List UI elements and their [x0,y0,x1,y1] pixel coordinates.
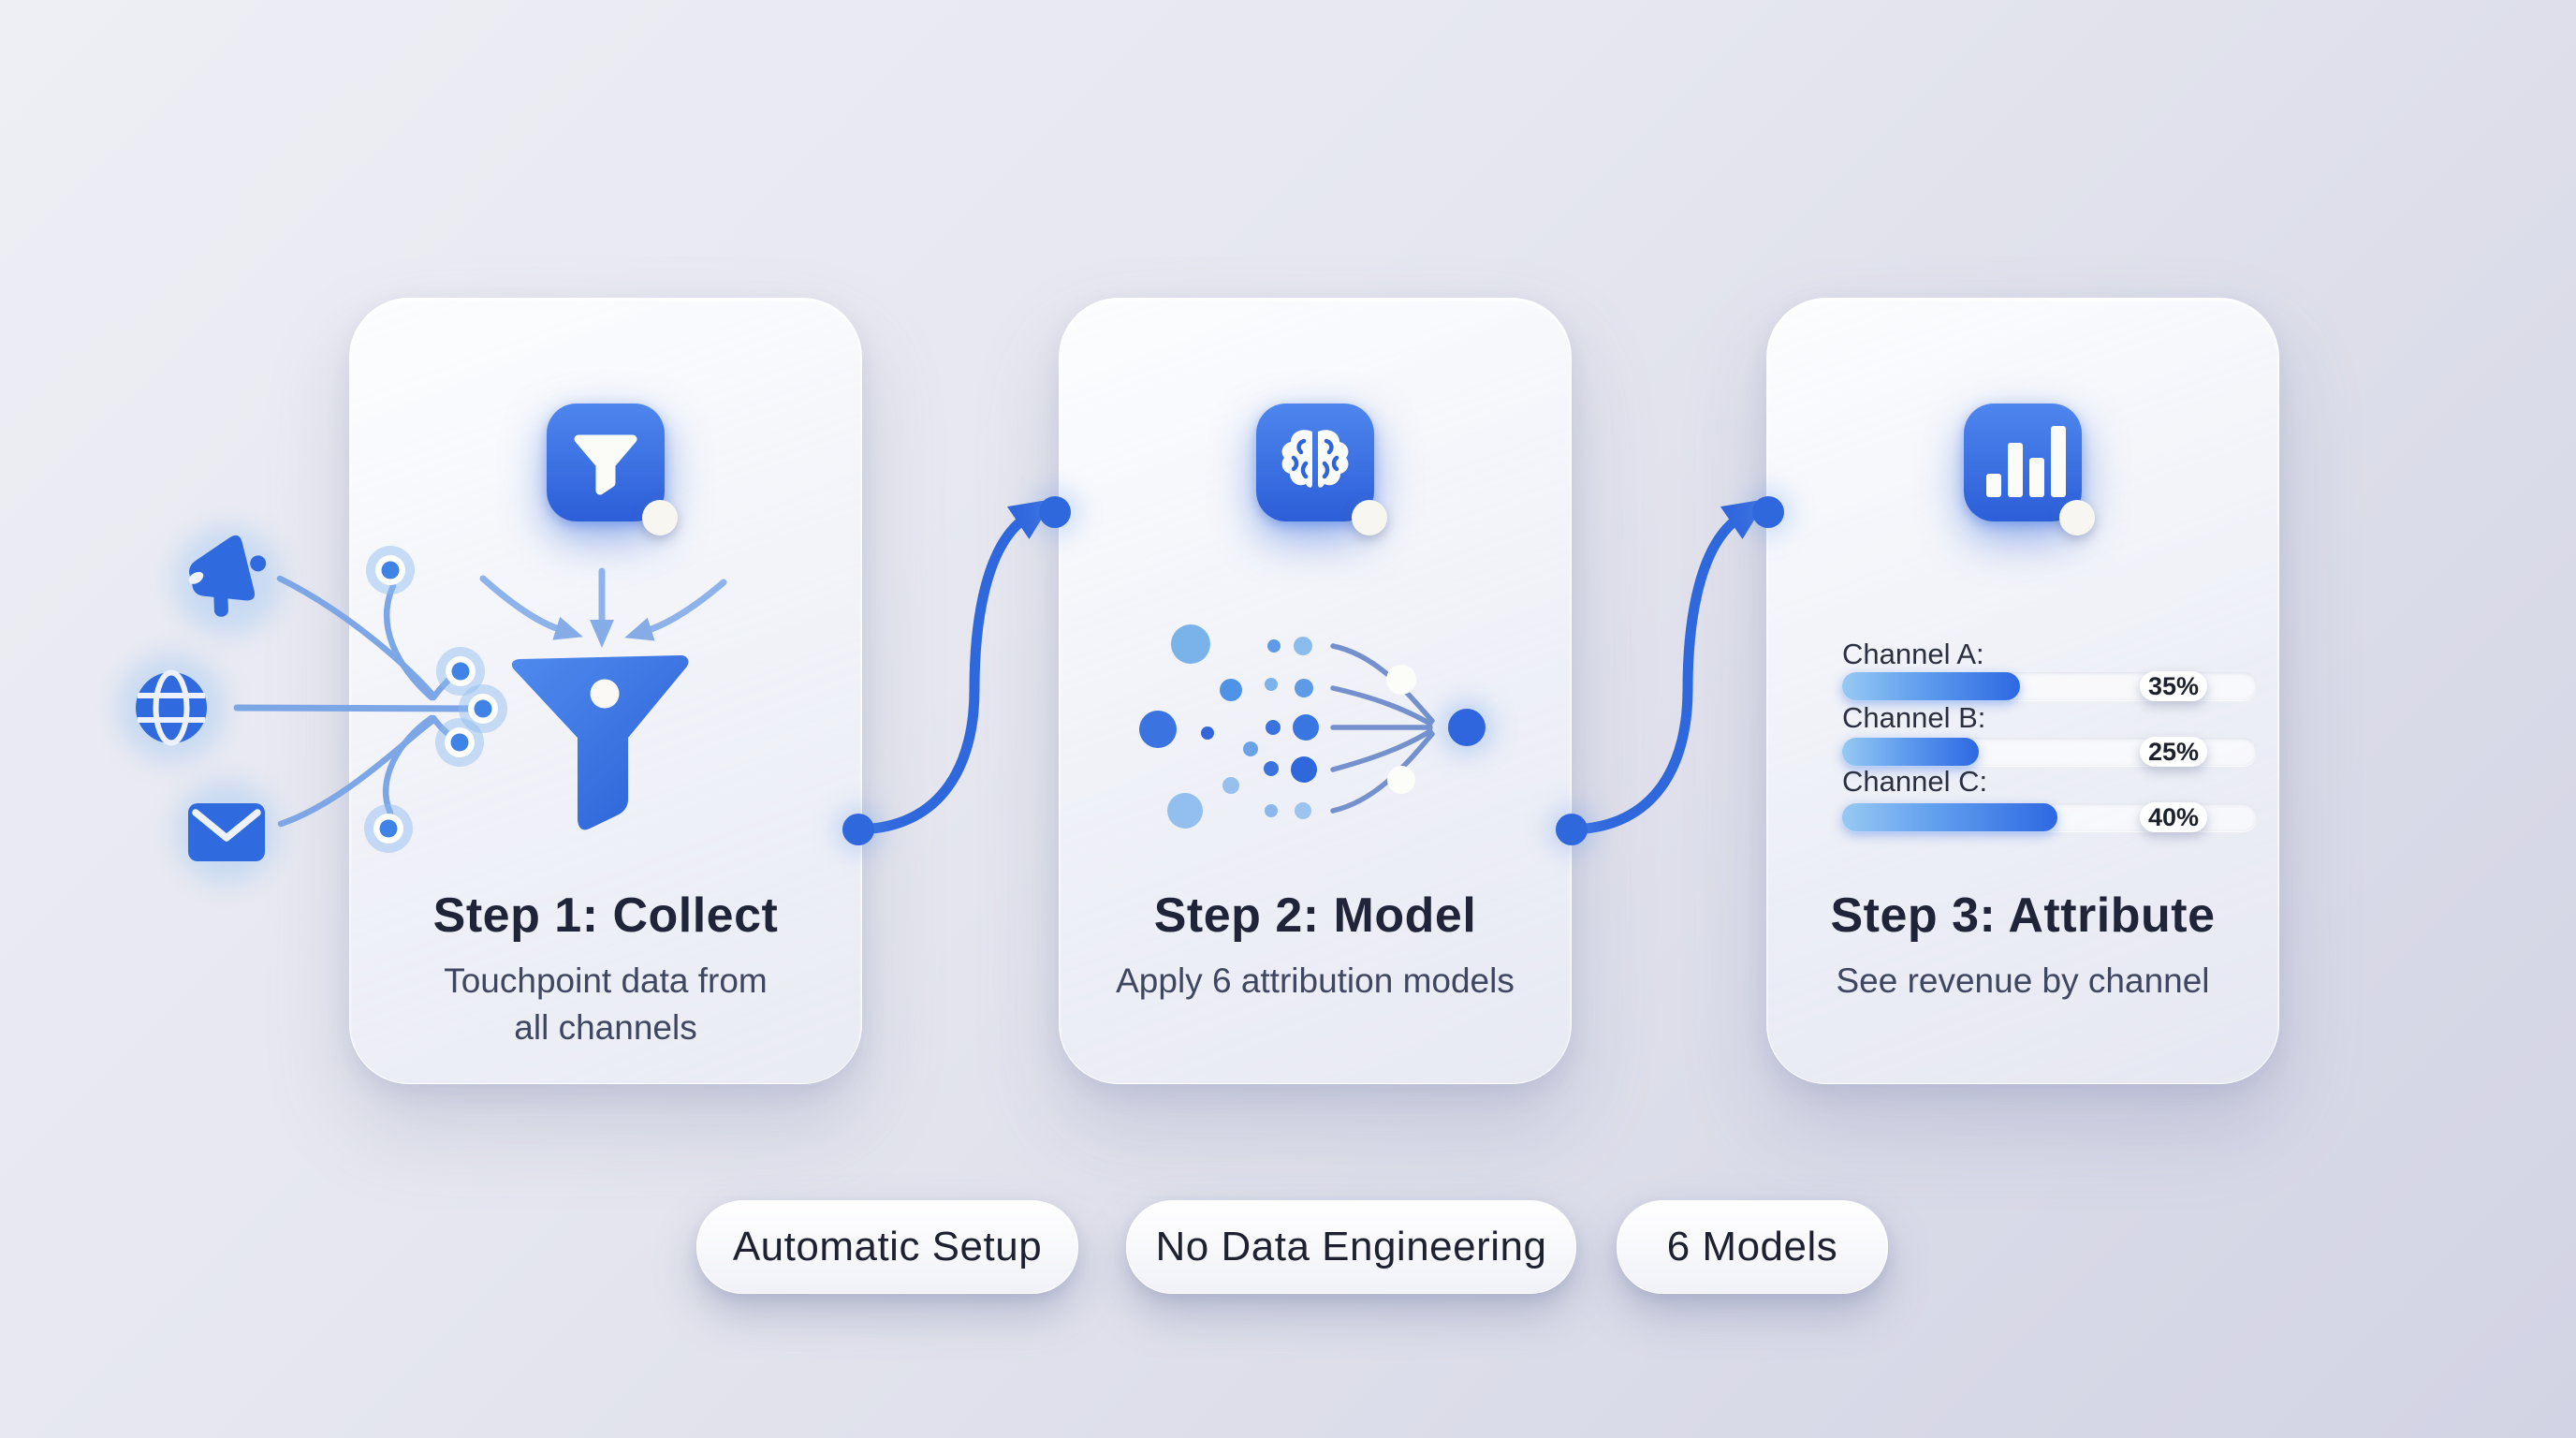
envelope-icon [188,803,265,861]
icon-badge-dot [642,500,678,536]
channel-label: Channel A: [1842,638,1984,670]
connector-arrow-1 [836,490,1077,852]
megaphone-icon [188,535,267,617]
step2-app-icon [1256,404,1387,536]
globe-icon [136,669,207,746]
channel-bar-fill [1842,803,2058,831]
icon-badge-dot [1352,500,1387,536]
step3-title: Step 3: Attribute [1830,888,2216,943]
pill-label: No Data Engineering [1155,1224,1547,1269]
pill-6-models[interactable]: 6 Models [1617,1200,1888,1294]
step2-subtitle: Apply 6 attribution models [1060,958,1571,1005]
channel-bar-fill [1842,672,2021,700]
step1-subtitle: Touchpoint data from all channels [350,958,861,1051]
icon-badge-dot [2059,500,2095,536]
channel-sources-graphic [117,526,282,884]
pill-no-data-engineering[interactable]: No Data Engineering [1126,1200,1576,1294]
step1-title: Step 1: Collect [432,888,779,943]
step1-subtitle-line2: all channels [514,1008,697,1047]
step3-app-icon [1964,404,2095,536]
connector-arrow-2 [1549,490,1791,852]
step2-subtitle-line1: Apply 6 attribution models [1116,961,1515,1000]
pill-automatic-setup[interactable]: Automatic Setup [696,1200,1078,1294]
pill-label: Automatic Setup [732,1224,1043,1269]
channel-bar-fill [1842,738,1980,766]
step3-subtitle: See revenue by channel [1767,958,2278,1005]
step2-card: Step 2: Model Apply 6 attribution models [1059,298,1572,1084]
step3-card: Channel A: 35% Channel B: 25% Channel C:… [1766,298,2279,1084]
channel-label: Channel C: [1842,765,1988,798]
channel-percent-badge: 35% [2140,671,2207,701]
bar-chart-icon [1986,426,2066,497]
brain-icon [1281,430,1349,488]
step2-title: Step 2: Model [1153,888,1477,943]
channel-percent-badge: 40% [2140,802,2207,832]
channel-percent-badge: 25% [2140,737,2207,767]
step3-subtitle-line1: See revenue by channel [1836,961,2210,1000]
step1-card: Step 1: Collect Touchpoint data from all… [349,298,862,1084]
step1-subtitle-line1: Touchpoint data from [444,961,768,1000]
channel-label: Channel B: [1842,701,1986,734]
step1-app-icon [547,404,678,536]
pill-label: 6 Models [1666,1224,1838,1269]
funnel-icon [574,434,637,495]
